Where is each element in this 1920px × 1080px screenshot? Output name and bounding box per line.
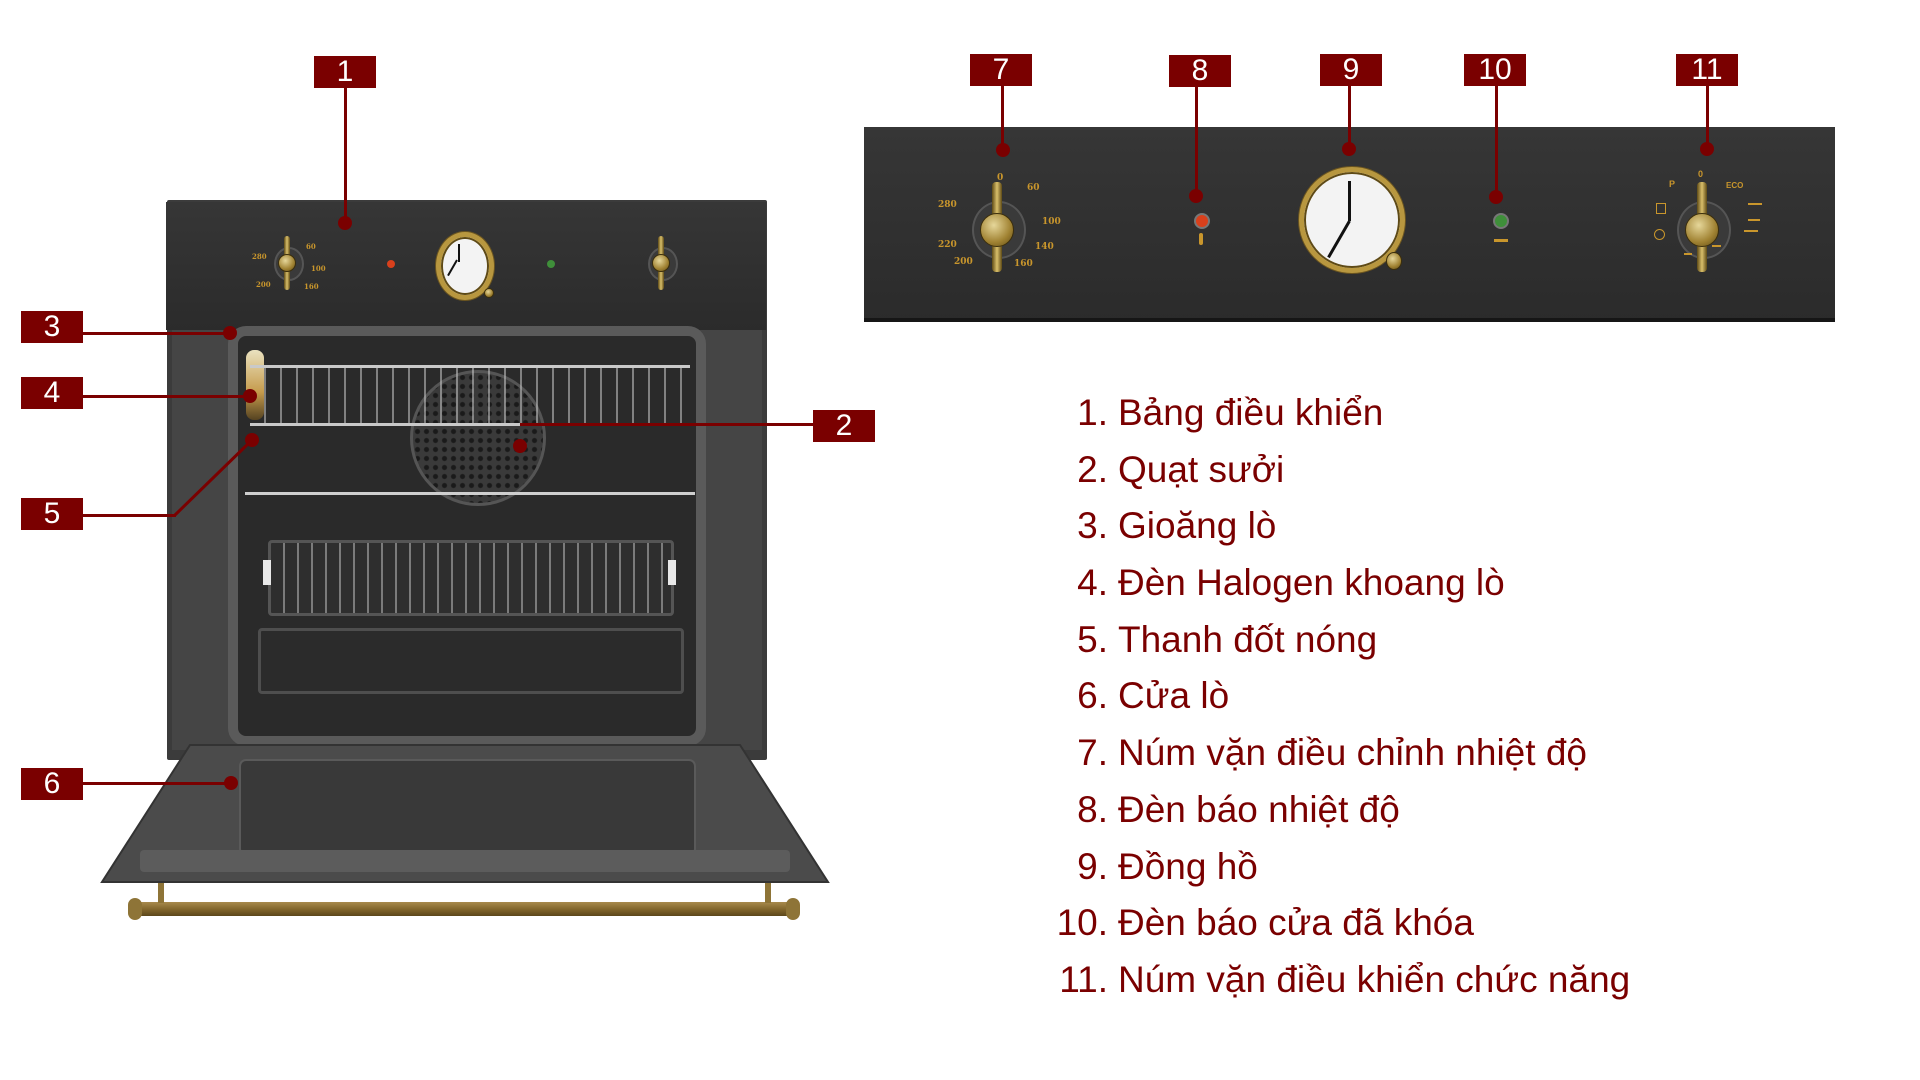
temp-mark-100: 100 <box>1042 217 1061 227</box>
temp-mark: 280 <box>252 252 267 261</box>
legend-item: 11.Núm vặn điều khiển chức năng <box>1059 958 1631 1000</box>
temp-mark-200: 200 <box>954 257 973 267</box>
door-lock-indicator-led <box>1493 213 1509 229</box>
temp-mark-280: 280 <box>938 200 957 210</box>
function-mark-eco: ECO <box>1726 181 1744 190</box>
legend-item: 7.Núm vặn điều chỉnh nhiệt độ <box>1077 732 1587 774</box>
clock-face <box>1299 167 1405 273</box>
legend-item: 3.Gioăng lò <box>1077 505 1277 547</box>
callout-5-leader <box>173 438 254 517</box>
legend-item: 9.Đồng hồ <box>1077 845 1258 887</box>
legend-item: 10.Đèn báo cửa đã khóa <box>1056 902 1474 944</box>
top-heat-icon <box>1748 203 1762 205</box>
bottom-heat-icon <box>1744 230 1758 232</box>
temp-mark: 200 <box>256 280 271 289</box>
drip-tray <box>258 628 684 694</box>
callout-tag-11: 11 <box>1676 54 1738 86</box>
callout-tag-6: 6 <box>21 768 83 800</box>
callout-tag-4: 4 <box>21 377 83 409</box>
callout-tag-3: 3 <box>21 311 83 343</box>
callout-tag-2: 2 <box>813 410 875 442</box>
legend-item: 2.Quạt sưởi <box>1077 448 1285 490</box>
oven-control-panel: 280 60 100 160 200 <box>166 202 766 330</box>
callout-tag-9: 9 <box>1320 54 1382 86</box>
parts-legend: 1.Bảng điều khiển 2.Quạt sưởi 3.Gioăng l… <box>1040 385 1631 1009</box>
temp-mark: 160 <box>304 282 319 291</box>
temp-mark-220: 220 <box>938 240 957 250</box>
key-icon <box>1494 239 1508 242</box>
function-mark-p: P <box>1669 179 1676 189</box>
defrost-icon <box>1684 245 1692 255</box>
oven-door <box>100 744 830 883</box>
function-mark-0: 0 <box>1698 169 1704 179</box>
legend-item: 6.Cửa lò <box>1077 675 1230 717</box>
temp-mark-0: 0 <box>997 173 1004 183</box>
legend-item: 1.Bảng điều khiển <box>1077 392 1384 433</box>
callout-tag-1: 1 <box>314 56 376 88</box>
top-bottom-heat-icon <box>1748 219 1760 221</box>
door-handle <box>135 902 793 916</box>
callout-tag-5: 5 <box>21 498 83 530</box>
fan-icon <box>1654 229 1665 240</box>
temp-mark: 100 <box>311 264 326 273</box>
wire-rack <box>250 365 690 426</box>
temp-mark: 60 <box>306 242 316 251</box>
temp-mark-140: 140 <box>1035 242 1054 252</box>
legend-item: 8.Đèn báo nhiệt độ <box>1077 788 1400 830</box>
legend-item: 5.Thanh đốt nóng <box>1077 618 1378 660</box>
baking-tray <box>268 540 674 616</box>
callout-tag-10: 10 <box>1464 54 1526 86</box>
temperature-indicator-led <box>1194 213 1210 229</box>
callout-tag-8: 8 <box>1169 55 1231 87</box>
temp-mark-160: 160 <box>1014 259 1033 269</box>
clock-hour-hand <box>1348 181 1351 221</box>
clock-set-knob[interactable] <box>1386 252 1402 270</box>
temp-mark-60: 60 <box>1027 183 1040 193</box>
fan-grill-icon <box>1656 203 1666 214</box>
control-panel-detail: 0 60 100 140 160 200 220 280 0 P ECO <box>864 127 1835 322</box>
callout-tag-7: 7 <box>970 54 1032 86</box>
legend-item: 4.Đèn Halogen khoang lò <box>1077 562 1505 604</box>
thermometer-icon <box>1199 233 1203 245</box>
grill-icon <box>1712 245 1721 255</box>
